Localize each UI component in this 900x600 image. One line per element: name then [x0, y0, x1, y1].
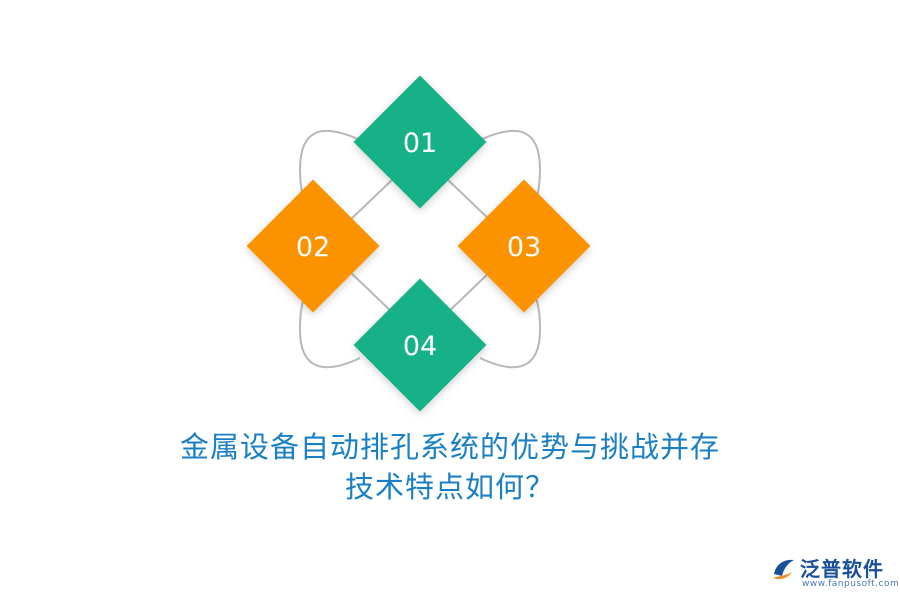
title-line-2: 技术特点如何？ [344, 470, 555, 504]
logo-url-text: www.fanpusoft.com [802, 579, 900, 589]
connector-inner-bottom-left [347, 269, 395, 315]
node-02-label: 02 [296, 232, 330, 263]
node-01-diamond [353, 75, 487, 209]
connector-arc-bottom-right [479, 291, 542, 369]
title-line-1: 金属设备自动排孔系统的优势与挑战并存 [179, 430, 720, 464]
node-01-label: 01 [403, 128, 437, 159]
connector-arc-bottom-left [298, 291, 361, 369]
connector-inner-top-right [445, 177, 493, 223]
node-04-label: 04 [403, 331, 437, 362]
node-04 [353, 278, 487, 412]
node-03 [457, 179, 591, 313]
logo-brand-text: 泛普软件 [800, 557, 884, 581]
connector-inner-bottom-right [445, 269, 493, 315]
node-01 [353, 75, 487, 209]
node-03-diamond [457, 179, 591, 313]
connector-inner-top-left [347, 177, 395, 223]
brand-logo: 泛普软件 www.fanpusoft.com [770, 552, 899, 592]
logo-mark-icon [773, 559, 794, 580]
node-02 [246, 179, 380, 313]
node-03-label: 03 [507, 232, 541, 263]
node-02-diamond [246, 179, 380, 313]
node-04-diamond [353, 278, 487, 412]
